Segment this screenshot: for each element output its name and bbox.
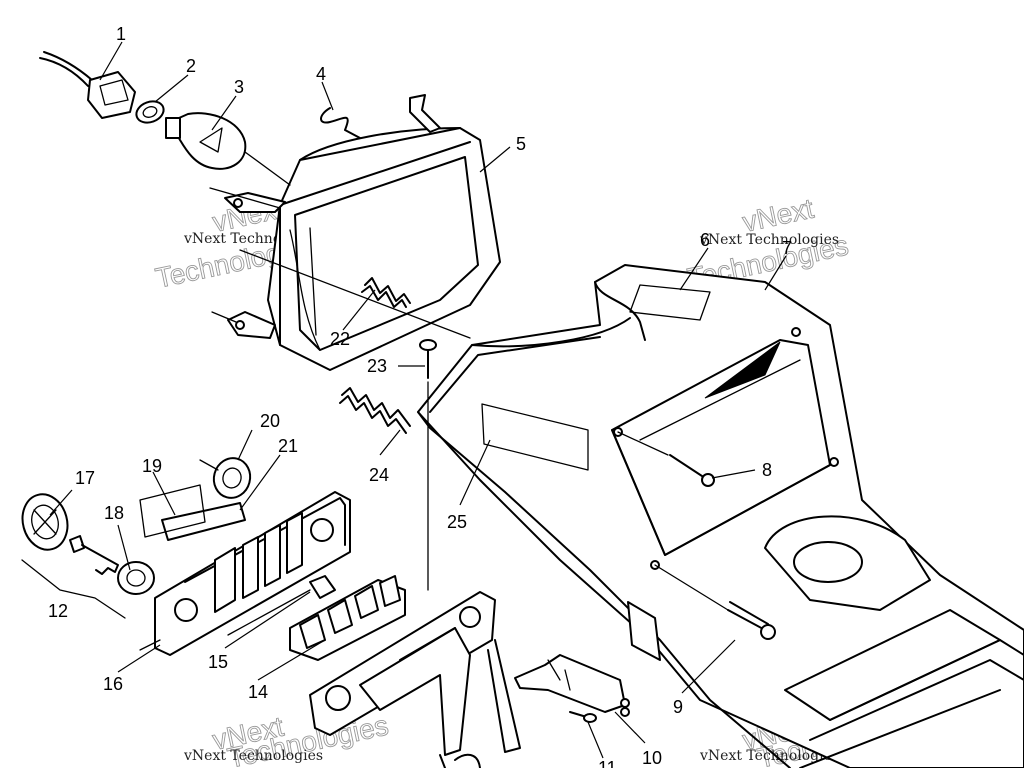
screw-11 xyxy=(569,711,597,723)
callout-2: 2 xyxy=(186,56,196,76)
watermark-small: vNext Technologies xyxy=(699,232,839,248)
lower-bracket xyxy=(309,591,521,768)
callout-9: 9 xyxy=(673,697,683,717)
callout-11: 11 xyxy=(598,758,617,768)
screw-8 xyxy=(617,431,715,487)
callout-3: 3 xyxy=(234,77,244,97)
bolt-9 xyxy=(654,564,776,640)
lens-21 xyxy=(161,502,246,541)
adjust-spring-24 xyxy=(339,387,411,434)
grommet-20 xyxy=(199,457,252,499)
callout-12: 12 xyxy=(48,601,68,621)
watermark-small: vNext Technologies xyxy=(699,748,839,764)
callout-19: 19 xyxy=(142,456,162,476)
decal-25 xyxy=(481,403,589,471)
headlight-bulb xyxy=(165,112,291,186)
callout-15: 15 xyxy=(208,652,228,672)
decal-19 xyxy=(139,484,206,538)
callout-4: 4 xyxy=(316,64,326,84)
callout-16: 16 xyxy=(103,674,123,694)
console-hood xyxy=(417,264,1024,768)
screw-23 xyxy=(419,339,437,591)
callout-leaders xyxy=(49,41,787,759)
callout-23: 23 xyxy=(367,356,387,376)
connector-plug xyxy=(514,654,630,717)
callout-6: 6 xyxy=(700,230,710,250)
bracket-12 xyxy=(21,559,126,619)
watermark-small: vNext Technologies xyxy=(183,748,323,764)
callout-24: 24 xyxy=(369,465,389,485)
callout-18: 18 xyxy=(104,503,124,523)
callout-5: 5 xyxy=(516,134,526,154)
adjust-spring-22 xyxy=(239,249,471,339)
callout-21: 21 xyxy=(278,436,298,456)
decal-6 xyxy=(629,284,711,321)
callout-labels: 1 2 3 4 5 6 7 8 9 10 11 12 14 15 16 17 1… xyxy=(48,24,792,768)
callout-14: 14 xyxy=(248,682,268,702)
callout-7: 7 xyxy=(782,238,792,258)
callout-25: 25 xyxy=(447,512,467,532)
key-switch-17 xyxy=(21,493,119,575)
wire-connector xyxy=(39,51,136,119)
bulb-socket-ring xyxy=(135,100,165,124)
headlight-housing xyxy=(209,94,501,371)
callout-22: 22 xyxy=(330,329,350,349)
callout-17: 17 xyxy=(75,468,95,488)
switch-block xyxy=(289,575,406,661)
nut-18 xyxy=(117,561,155,595)
callout-8: 8 xyxy=(762,460,772,480)
indicator-bulb xyxy=(227,575,336,636)
callout-1: 1 xyxy=(116,24,126,44)
spring-clip xyxy=(320,107,361,139)
callout-20: 20 xyxy=(260,411,280,431)
callout-10: 10 xyxy=(642,748,662,768)
